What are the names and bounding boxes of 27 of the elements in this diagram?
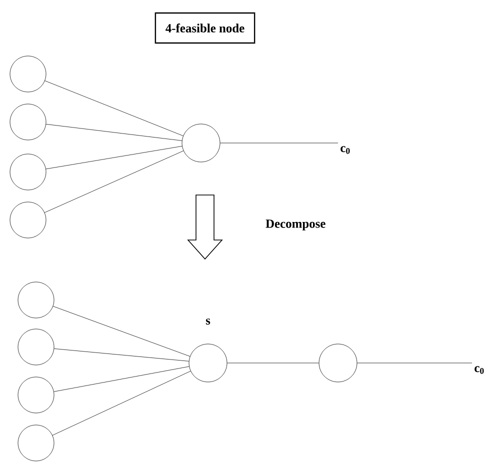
circle-node — [10, 202, 46, 238]
circle-node — [18, 424, 54, 462]
circle-node — [188, 344, 228, 382]
circle-node — [182, 124, 220, 162]
connector-line — [52, 306, 190, 357]
step-label: Decompose — [266, 220, 326, 230]
circle-node — [10, 104, 46, 140]
connector-line — [44, 80, 184, 136]
connector-line — [227, 362, 319, 364]
circle-node — [10, 56, 46, 92]
circle-node — [18, 376, 54, 414]
title-box: 4-feasible node — [154, 12, 256, 44]
circle-node — [18, 282, 54, 318]
connector-line — [357, 362, 472, 364]
connector-line — [220, 142, 338, 144]
connector-line — [52, 370, 191, 436]
circle-node — [10, 154, 46, 190]
connector-line — [44, 150, 184, 213]
circle-node — [18, 328, 54, 366]
connector-line — [54, 348, 190, 362]
output-label: c$_{0}$ — [340, 146, 350, 154]
node-label: s — [206, 318, 210, 325]
connector-line — [46, 146, 182, 170]
circle-node — [318, 344, 358, 382]
connector-line — [54, 366, 190, 392]
output-label: c$_{0}$ — [474, 366, 484, 374]
connector-line — [46, 124, 182, 141]
